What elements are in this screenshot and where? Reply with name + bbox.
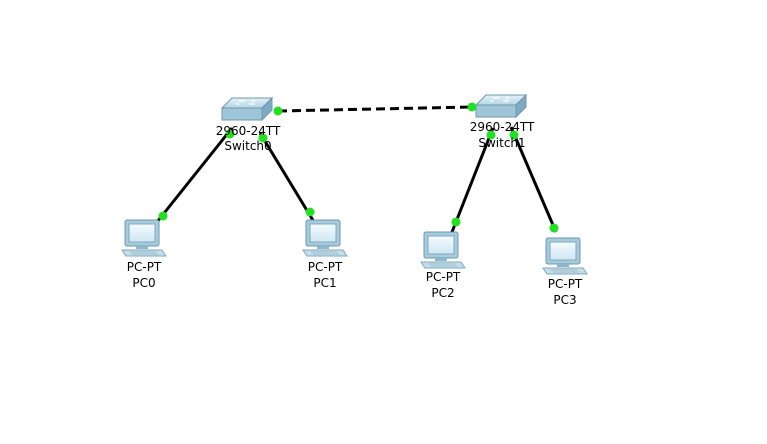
- pc3-icon[interactable]: [542, 237, 588, 275]
- links-layer: [155, 105, 558, 233]
- pc1-name-label: PC1: [313, 276, 337, 290]
- link-switch0-pc1[interactable]: [258, 132, 316, 223]
- link-up-dot: [486, 130, 496, 140]
- switch1-model-label: 2960-24TT: [469, 120, 535, 134]
- switch0-name-label: Switch0: [224, 139, 272, 153]
- pc3-model-label: PC-PT: [547, 277, 583, 291]
- switch1-icon[interactable]: [474, 93, 528, 119]
- link-up-dot: [273, 106, 283, 116]
- switch1-name-label: Switch1: [478, 136, 526, 150]
- link-switch0-switch1[interactable]: [277, 105, 473, 113]
- link-switch0-pc0[interactable]: [155, 127, 234, 223]
- link-switch1-pc2[interactable]: [450, 127, 495, 233]
- switch0-icon[interactable]: [220, 96, 274, 122]
- pc0-model-label: PC-PT: [126, 260, 162, 274]
- pc2-name-label: PC2: [431, 286, 455, 300]
- switch0-model-label: 2960-24TT: [215, 124, 281, 138]
- pc0-name-label: PC0: [132, 276, 156, 290]
- link-up-dot: [451, 217, 461, 227]
- pc1-model-label: PC-PT: [307, 260, 343, 274]
- link-up-dot: [549, 223, 559, 233]
- pc2-model-label: PC-PT: [425, 270, 461, 284]
- link-up-dot: [305, 207, 315, 217]
- pc3-name-label: PC3: [553, 293, 577, 307]
- link-status-dots: [158, 102, 559, 233]
- pc0-icon[interactable]: [121, 219, 167, 257]
- link-up-dot: [158, 211, 168, 221]
- pc1-icon[interactable]: [302, 219, 348, 257]
- link-up-dot: [467, 102, 477, 112]
- link-up-dot: [225, 129, 235, 139]
- link-up-dot: [258, 133, 268, 143]
- link-up-dot: [509, 130, 519, 140]
- link-switch1-pc3[interactable]: [509, 126, 558, 233]
- pc2-icon[interactable]: [420, 231, 466, 269]
